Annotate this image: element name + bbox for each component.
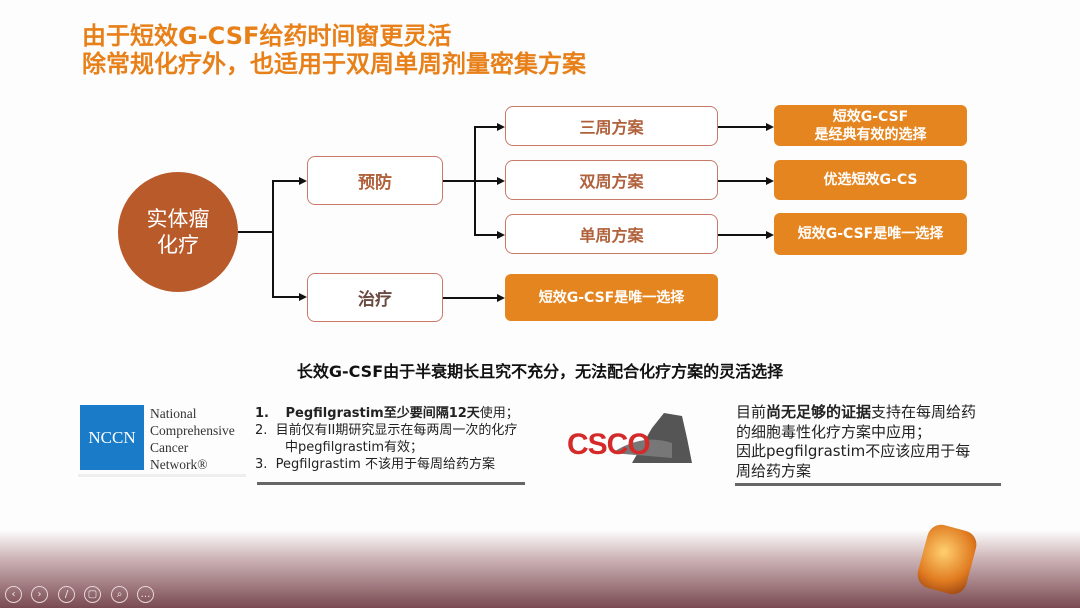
previous-icon[interactable]: ‹ (5, 586, 22, 603)
more-icon[interactable]: … (137, 586, 154, 603)
treatment-node: 治疗 (307, 273, 443, 322)
item-num: 3. (255, 457, 268, 472)
connector (272, 180, 274, 298)
csco-text-part: 目前 (736, 403, 767, 421)
recommendation-1-week: 短效G-CSF是唯一选择 (774, 213, 967, 255)
next-icon[interactable]: › (31, 586, 48, 603)
arrow-icon (299, 177, 307, 185)
footer-background (0, 530, 1080, 608)
nccn-item-2: 2. 目前仅有II期研究显示在每两周一次的化疗 (255, 422, 519, 439)
divider (78, 474, 246, 477)
prevention-node: 预防 (307, 156, 443, 205)
root-line-2: 化疗 (157, 233, 199, 257)
arrow-icon (497, 231, 505, 239)
nccn-item-3: 3. Pegfilgrastim 不该用于每周给药方案 (255, 456, 519, 473)
nccn-name-line: Cancer (150, 440, 189, 455)
root-line-1: 实体瘤 (146, 207, 210, 231)
item-text: 使用； (479, 406, 519, 421)
connector (718, 126, 766, 128)
connector (718, 234, 766, 236)
arrow-icon (299, 293, 307, 301)
item-text-cont: 中pegfilgrastim有效； (285, 440, 424, 455)
divider (257, 482, 525, 485)
connector (272, 180, 300, 182)
csco-text-bold: 尚无足够的证据 (766, 403, 872, 421)
connector (272, 296, 300, 298)
schedule-1-week: 单周方案 (505, 214, 718, 254)
csco-text-part: 支持在每周给药 (871, 403, 977, 421)
title-line-2: 除常规化疗外，也适用于双周单周剂量密集方案 (82, 50, 586, 78)
nccn-name-line: Network® (150, 457, 208, 472)
csco-logo: CSCO (567, 428, 651, 461)
nccn-list: 1. Pegfilgrastim至少要间隔12天使用； 2. 目前仅有II期研究… (255, 405, 519, 473)
connector (718, 180, 766, 182)
nccn-name-line: Comprehensive (150, 423, 235, 438)
treatment-recommendation: 短效G-CSF是唯一选择 (505, 274, 718, 321)
arrow-icon (766, 231, 774, 239)
schedule-2-week: 双周方案 (505, 160, 718, 200)
item-num: 1. (255, 406, 269, 421)
connector (474, 234, 498, 236)
recommendation-2-week: 优选短效G-CS (774, 160, 967, 200)
nccn-name-line: National (150, 406, 197, 421)
pen-icon[interactable]: / (58, 586, 75, 603)
item-text: 目前仅有II期研究显示在每两周一次的化疗 (275, 423, 518, 438)
arrow-icon (497, 294, 505, 302)
arrow-icon (766, 177, 774, 185)
connector (443, 180, 475, 182)
title-line-1: 由于短效G-CSF给药时间窗更灵活 (82, 22, 452, 50)
item-bold: Pegfilgrastim至少要间隔12天 (285, 406, 480, 421)
subtitle: 长效G-CSF由于半衰期长且究不充分，无法配合化疗方案的灵活选择 (296, 362, 784, 381)
divider (735, 483, 1001, 486)
csco-text-line: 周给药方案 (736, 461, 812, 480)
zoom-icon[interactable]: ⌕ (111, 586, 128, 603)
csco-text-line: 的细胞毒性化疗方案中应用； (736, 422, 932, 441)
connector (474, 180, 498, 182)
rec-line: 短效G-CSF (832, 108, 909, 125)
connector (443, 297, 498, 299)
item-num: 2. (255, 423, 268, 438)
nccn-item-1: 1. Pegfilgrastim至少要间隔12天使用； (255, 405, 519, 422)
csco-text: 目前尚无足够的证据支持在每周给药 的细胞毒性化疗方案中应用； 因此pegfilg… (736, 403, 976, 481)
arrow-icon (766, 123, 774, 131)
rec-line: 是经典有效的选择 (814, 126, 927, 143)
root-node: 实体瘤化疗 (118, 172, 238, 292)
connector (474, 126, 498, 128)
csco-text-line: 因此pegfilgrastim不应该应用于每 (736, 442, 971, 460)
arrow-icon (497, 177, 505, 185)
nccn-name: National Comprehensive Cancer Network® (150, 405, 235, 473)
schedule-3-week: 三周方案 (505, 106, 718, 146)
arrow-icon (497, 123, 505, 131)
connector (238, 231, 273, 233)
csco-greatwall-icon (592, 408, 702, 468)
item-text: Pegfilgrastim 不该用于每周给药方案 (275, 457, 495, 472)
slides-icon[interactable]: ▢ (84, 586, 101, 603)
nccn-logo: NCCN (80, 405, 144, 470)
